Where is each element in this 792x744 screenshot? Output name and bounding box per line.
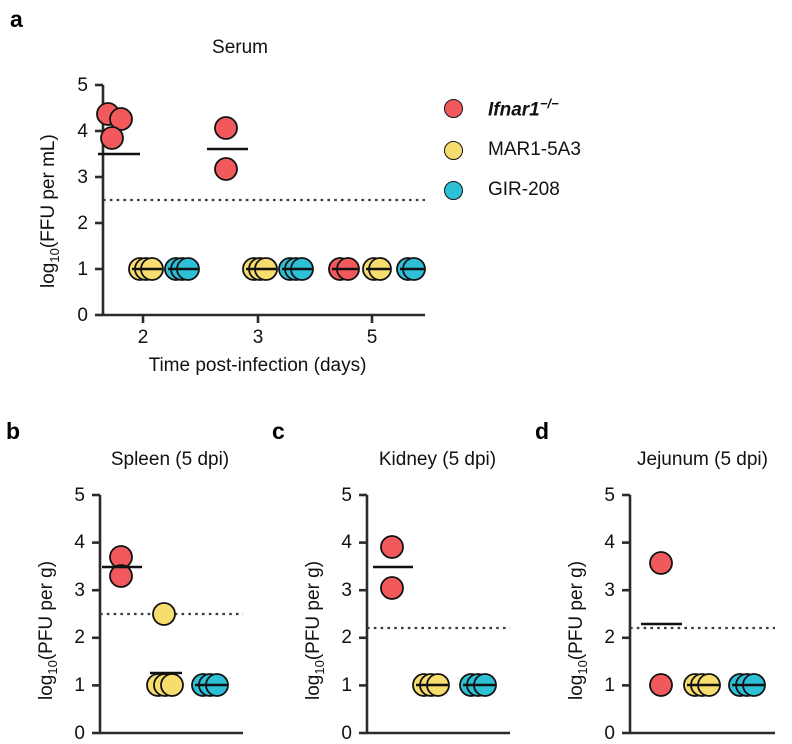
panel-letter-d: d xyxy=(535,418,550,444)
panel-d-title: Jejunum (5 dpi) xyxy=(637,449,768,470)
panel-b-ytick-0: 0 xyxy=(74,723,85,744)
panel-a-ytick-2: 2 xyxy=(77,213,88,234)
panel-d-ytick-2: 2 xyxy=(604,627,615,648)
panel-b-group-red xyxy=(102,545,142,588)
panel-a-x-ticks xyxy=(141,315,374,323)
legend-item-mar1-5a3[interactable]: MAR1-5A3 xyxy=(444,139,581,161)
legend-swatch-red-icon xyxy=(444,99,463,119)
legend-superscript: −/− xyxy=(539,96,559,111)
panel-c-ytick-2: 2 xyxy=(341,627,352,648)
panel-a-xtick-3: 3 xyxy=(252,327,264,348)
panel-c-group-red xyxy=(373,535,413,600)
panel-letter-a: a xyxy=(10,6,23,32)
legend-label-gir-208: GIR-208 xyxy=(488,179,560,200)
panel-a-xtick-2: 2 xyxy=(137,327,149,348)
panel-d-ytick-3: 3 xyxy=(604,580,615,601)
panel-c-ytick-1: 1 xyxy=(341,675,352,696)
panel-b-title: Spleen (5 dpi) xyxy=(110,449,230,470)
panel-a-group-day3-red xyxy=(207,116,248,181)
panel-a-y-ticks xyxy=(95,83,103,317)
panel-a-group-day5-cyan xyxy=(396,257,426,281)
panel-c-y-ticks xyxy=(359,493,367,735)
panel-b-plot xyxy=(92,493,243,735)
panel-c-ytick-3: 3 xyxy=(341,580,352,601)
panel-letter-c: c xyxy=(272,418,285,444)
legend-swatch-yellow-icon xyxy=(444,140,463,160)
panel-b-group-yellow-high xyxy=(152,602,176,626)
panel-a-plot xyxy=(95,83,426,323)
legend-item-gir-208[interactable]: GIR-208 xyxy=(444,179,560,201)
panel-c-ytick-0: 0 xyxy=(341,723,352,744)
panel-c-ytick-5: 5 xyxy=(341,485,352,506)
panel-a-group-day2-yellow xyxy=(128,257,164,281)
panel-b-ytick-5: 5 xyxy=(74,485,85,506)
panel-a-group-day2-cyan xyxy=(164,257,200,281)
panel-a-group-day5-red xyxy=(328,257,360,281)
panel-c-title: Kidney (5 dpi) xyxy=(378,449,497,470)
legend-swatch-cyan-icon xyxy=(444,180,463,200)
panel-a-ytick-1: 1 xyxy=(77,259,88,280)
panel-d-y-ticks xyxy=(622,493,630,735)
panel-a-ytick-3: 3 xyxy=(77,167,88,188)
panel-d-ytick-4: 4 xyxy=(604,532,615,553)
legend-label-ifnar1-ko: Ifnar1−/− xyxy=(488,96,559,121)
panel-b-ytick-1: 1 xyxy=(74,675,85,696)
panel-b-ytick-4: 4 xyxy=(74,532,85,553)
panel-b-group-yellow xyxy=(146,671,184,697)
panel-b-ytick-2: 2 xyxy=(74,627,85,648)
panel-a-x-axis-label: Time post-infection (days) xyxy=(148,355,367,376)
panel-c-group-cyan xyxy=(459,673,497,697)
panel-d-group-red xyxy=(641,551,682,697)
panel-d-group-cyan xyxy=(728,673,766,697)
panel-b-y-ticks xyxy=(92,493,100,735)
panel-a-xtick-5: 5 xyxy=(366,327,378,348)
panel-a-group-day3-cyan xyxy=(278,257,314,281)
panel-a-group-day2-red xyxy=(96,102,140,156)
panel-a-title: Serum xyxy=(212,37,268,58)
panel-a-ytick-4: 4 xyxy=(77,121,88,142)
panel-c-plot xyxy=(359,493,510,735)
panel-d-group-yellow xyxy=(683,673,721,697)
panel-d-ytick-5: 5 xyxy=(604,485,615,506)
panel-c-group-yellow xyxy=(412,673,450,697)
panel-letter-b: b xyxy=(6,418,21,444)
panel-d-ytick-0: 0 xyxy=(604,723,615,744)
panel-a-group-day5-yellow xyxy=(362,257,392,281)
panel-d-ytick-1: 1 xyxy=(604,675,615,696)
panel-a-ytick-0: 0 xyxy=(77,305,88,326)
panel-c-ytick-4: 4 xyxy=(341,532,352,553)
panel-a-ytick-5: 5 xyxy=(77,75,88,96)
panel-a-group-day3-yellow xyxy=(242,257,278,281)
legend-label-mar1-5a3: MAR1-5A3 xyxy=(488,139,581,160)
panel-b-ytick-3: 3 xyxy=(74,580,85,601)
panel-b-group-cyan xyxy=(191,673,229,697)
legend-item-ifnar1-ko[interactable]: Ifnar1−/− xyxy=(444,96,559,121)
